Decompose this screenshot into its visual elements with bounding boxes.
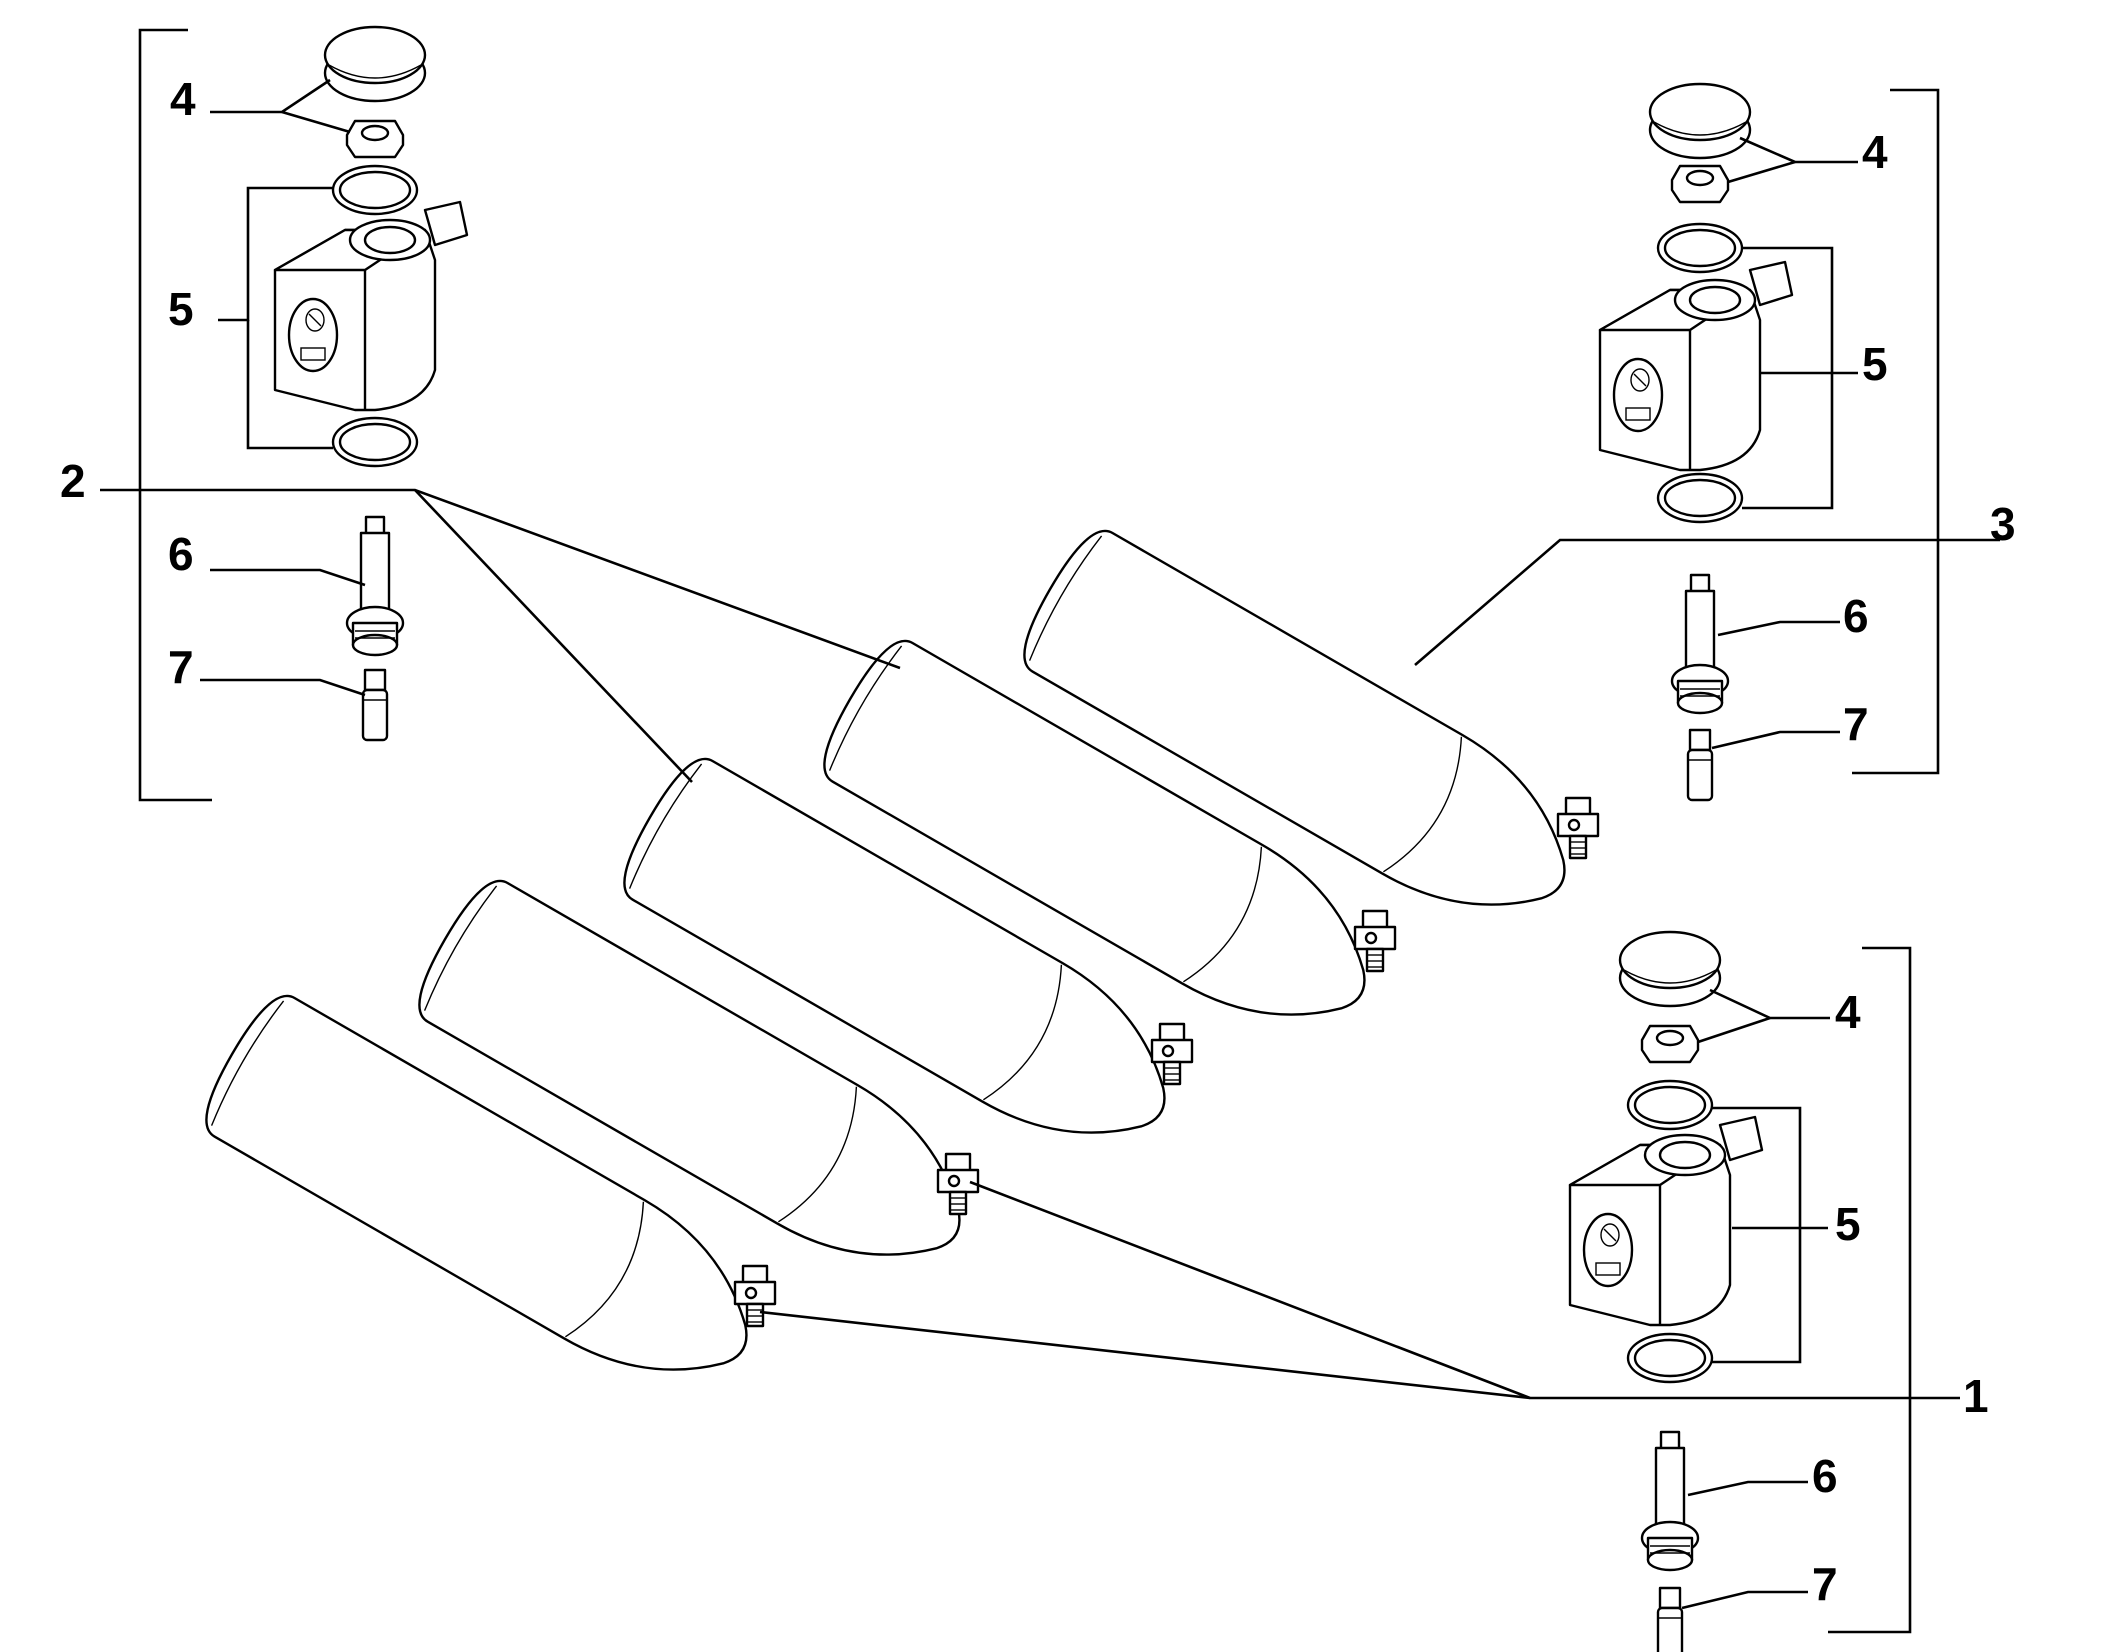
callout-label-1: 1 xyxy=(1963,1370,1989,1422)
callout-label-4: 4 xyxy=(1862,126,1888,178)
callout-label-6: 6 xyxy=(1812,1450,1838,1502)
callout-label-4: 4 xyxy=(170,73,196,125)
callout-label-7: 7 xyxy=(168,641,194,693)
callout-label-6: 6 xyxy=(1843,590,1869,642)
callout-label-2: 2 xyxy=(60,455,86,507)
callout-label-6: 6 xyxy=(168,528,194,580)
callout-label-5: 5 xyxy=(1862,338,1888,390)
callout-label-4: 4 xyxy=(1835,986,1861,1038)
leader-line-3 xyxy=(1414,538,2000,666)
callout-label-3: 3 xyxy=(1990,498,2016,550)
callout-label-5: 5 xyxy=(1835,1198,1861,1250)
leader-line-1 xyxy=(969,1180,1960,1400)
valve-assembly-lower-right xyxy=(1568,930,1912,1652)
valve-assembly-left xyxy=(138,25,469,802)
valve-assembly-upper-right xyxy=(1598,82,1940,802)
callout-label-5: 5 xyxy=(168,283,194,335)
callout-label-7: 7 xyxy=(1812,1558,1838,1610)
callout-label-7: 7 xyxy=(1843,698,1869,750)
tank-valve xyxy=(1556,796,1600,860)
